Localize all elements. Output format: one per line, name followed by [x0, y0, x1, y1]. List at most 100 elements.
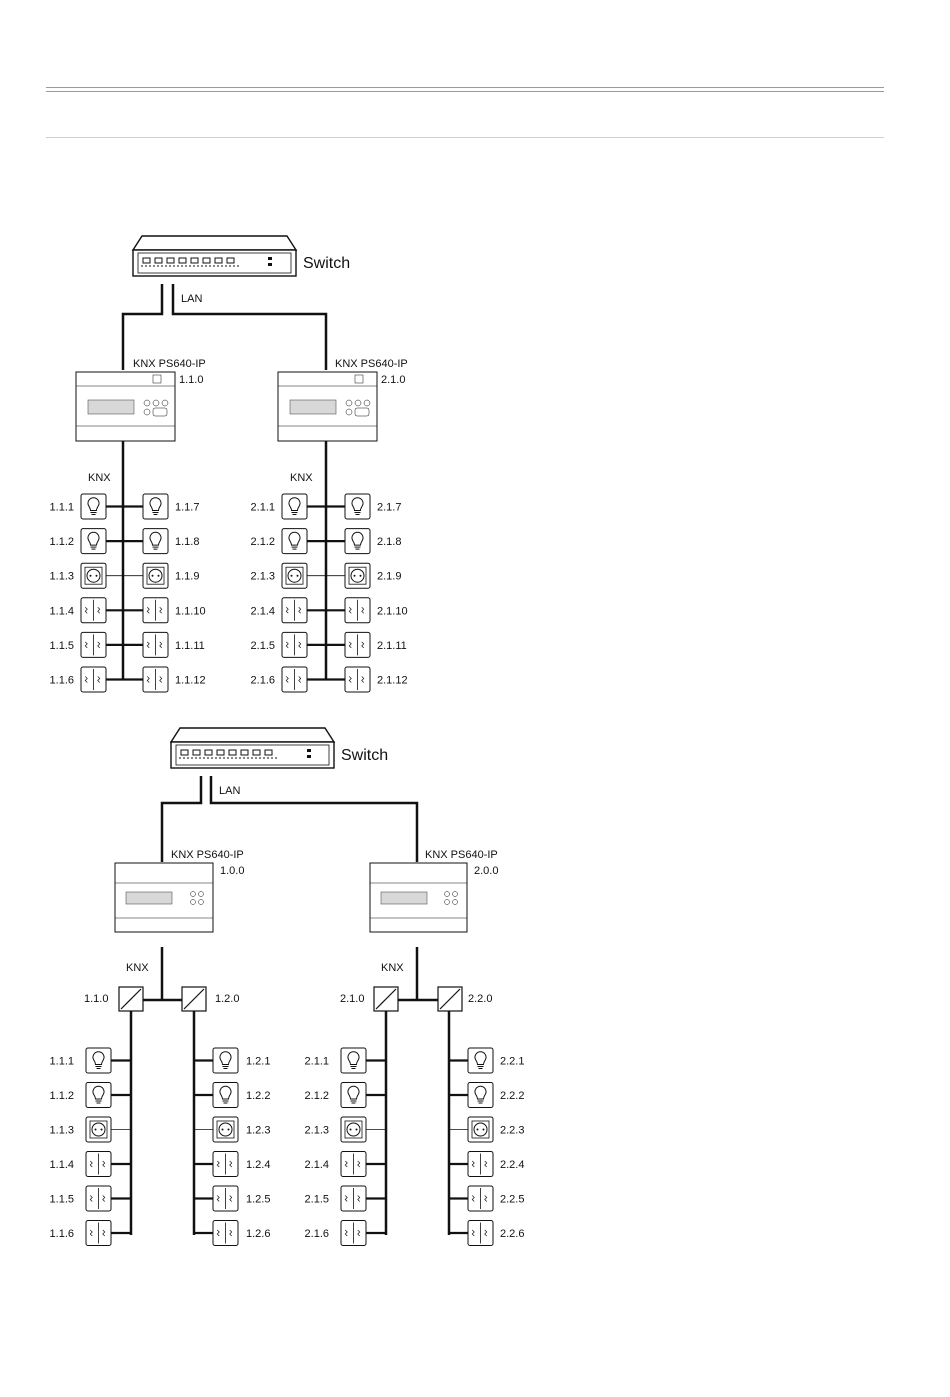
- line-coupler: [373, 986, 399, 1012]
- switch-icon: [281, 597, 308, 624]
- knx-device-socket: 2.1.3: [251, 562, 326, 589]
- knx-device-switch: 2.1.5: [251, 631, 326, 658]
- knx-device-lamp: 1.1.7: [123, 493, 199, 520]
- switch-icon: [212, 1151, 239, 1177]
- knx-device-switch: 2.1.4: [305, 1151, 386, 1177]
- knx-device-group: 1.1.11.1.21.1.31.1.41.1.51.1.61.2.11.2.2…: [50, 1047, 270, 1246]
- knx-device-socket: 1.1.3: [50, 562, 123, 589]
- device-address-label: 2.1.1: [305, 1056, 329, 1068]
- device-address-label: 2.1.4: [251, 605, 275, 617]
- knx-device-switch: 1.1.12: [123, 666, 206, 693]
- switch-icon: [344, 597, 371, 624]
- knx-device-lamp: 2.2.2: [449, 1082, 524, 1108]
- device-address-label: 2.1.5: [305, 1194, 329, 1206]
- device-address-label: 1.1.1: [50, 502, 74, 514]
- device-address-label: 2.1.12: [377, 675, 408, 687]
- device-address-label: 1.1.8: [175, 536, 199, 548]
- device-address-label: 1.1.6: [50, 675, 74, 687]
- knx-device-lamp: 2.1.2: [251, 528, 326, 555]
- device-address-label: 1.1.2: [50, 536, 74, 548]
- line-coupler: [181, 986, 207, 1012]
- device-address-label: 2.1.3: [251, 571, 275, 583]
- knx-device-socket: 2.2.3: [449, 1116, 524, 1143]
- lamp-icon: [85, 1047, 112, 1074]
- device-address-label: 1.2.2: [246, 1090, 270, 1102]
- socket-icon: [85, 1116, 112, 1143]
- socket-icon: [344, 562, 371, 589]
- lamp-icon: [80, 493, 107, 520]
- lamp-icon: [467, 1047, 494, 1074]
- lamp-icon: [142, 528, 169, 555]
- switch-icon: [142, 666, 169, 693]
- device-address-label: 2.2.2: [500, 1090, 524, 1102]
- device-address-label: 1.1.1: [50, 1056, 74, 1068]
- switch-icon: [85, 1185, 112, 1212]
- coupler-address-label: 1.2.0: [215, 993, 239, 1005]
- device-address-label: 1.1.10: [175, 605, 206, 617]
- device-address-label: 1.1.6: [50, 1228, 74, 1240]
- header-rule: [46, 87, 884, 92]
- device-address-label: 1.1.4: [50, 605, 74, 617]
- switch-ports: [141, 257, 272, 267]
- switch-icon: [142, 631, 169, 658]
- knx-device-switch: 2.2.4: [449, 1151, 524, 1177]
- knx-device-switch: 1.2.4: [194, 1151, 270, 1177]
- device-address-label: 1.2.3: [246, 1125, 270, 1137]
- switch-icon: [85, 1151, 112, 1177]
- lamp-icon: [281, 493, 308, 520]
- knx-device-lamp: 1.2.2: [194, 1082, 270, 1108]
- lamp-icon: [340, 1082, 367, 1108]
- knx-device-socket: 1.1.3: [50, 1116, 131, 1143]
- device-address-label: 1.1.7: [175, 502, 199, 514]
- knx-device-socket: 1.1.9: [123, 562, 199, 589]
- network-switch: [131, 235, 298, 277]
- coupler-address-label: 2.2.0: [468, 993, 492, 1005]
- device-address-label: 2.2.4: [500, 1159, 524, 1171]
- lamp-icon: [467, 1082, 494, 1108]
- knx-device-switch: 1.1.4: [50, 597, 123, 624]
- knx-device-lamp: 2.2.1: [449, 1047, 524, 1074]
- device-model-label: KNX PS640-IP: [171, 849, 244, 861]
- device-address-label: 2.1.6: [251, 675, 275, 687]
- knx-device-switch: 1.2.6: [194, 1220, 270, 1246]
- device-address-label: 1.1.3: [50, 571, 74, 583]
- device-address-label: 1.1.2: [50, 1090, 74, 1102]
- knx-device-lamp: 1.2.1: [194, 1047, 270, 1074]
- device-address-label: 1.1.12: [175, 675, 206, 687]
- switch-icon: [212, 1220, 239, 1246]
- lan-cable-left: [121, 284, 164, 370]
- knx-device-switch: 2.1.11: [326, 631, 407, 658]
- switch-label: Switch: [303, 255, 350, 272]
- lamp-icon: [85, 1082, 112, 1108]
- lan-label: LAN: [219, 785, 240, 797]
- knx-device-lamp: 2.1.1: [305, 1047, 386, 1074]
- device-address-label: 1.2.6: [246, 1228, 270, 1240]
- knx-device-switch: 1.1.4: [50, 1151, 131, 1177]
- lamp-icon: [344, 493, 371, 520]
- socket-icon: [142, 562, 169, 589]
- coupler-address-label: 1.1.0: [84, 993, 108, 1005]
- device-model-label: KNX PS640-IP: [335, 358, 408, 370]
- knx-device-switch: 1.1.6: [50, 1220, 131, 1246]
- device-address-label: 2.0.0: [474, 865, 498, 877]
- knx-device-switch: 1.2.5: [194, 1185, 270, 1212]
- device-address-label: 1.0.0: [220, 865, 244, 877]
- device-model-label: KNX PS640-IP: [425, 849, 498, 861]
- lamp-icon: [80, 528, 107, 555]
- topology-1: Switch LAN KNX PS640-IP 1.1.0 KNX 1.1.11…: [50, 235, 408, 693]
- device-address-label: 2.1.9: [377, 571, 401, 583]
- knx-ps640-ip-device: [277, 371, 378, 442]
- lan-cable-right: [209, 776, 419, 862]
- device-address-label: 1.1.3: [50, 1125, 74, 1137]
- switch-icon: [340, 1151, 367, 1177]
- device-address-label: 2.2.1: [500, 1056, 524, 1068]
- device-address-label: 1.2.1: [246, 1056, 270, 1068]
- switch-icon: [340, 1220, 367, 1246]
- device-address-label: 2.1.2: [305, 1090, 329, 1102]
- device-address-label: 2.2.6: [500, 1228, 524, 1240]
- lamp-icon: [344, 528, 371, 555]
- knx-device-socket: 1.2.3: [194, 1116, 270, 1143]
- knx-device-group: 2.1.12.1.22.1.32.1.42.1.52.1.62.1.72.1.8…: [251, 493, 408, 693]
- switch-icon: [467, 1151, 494, 1177]
